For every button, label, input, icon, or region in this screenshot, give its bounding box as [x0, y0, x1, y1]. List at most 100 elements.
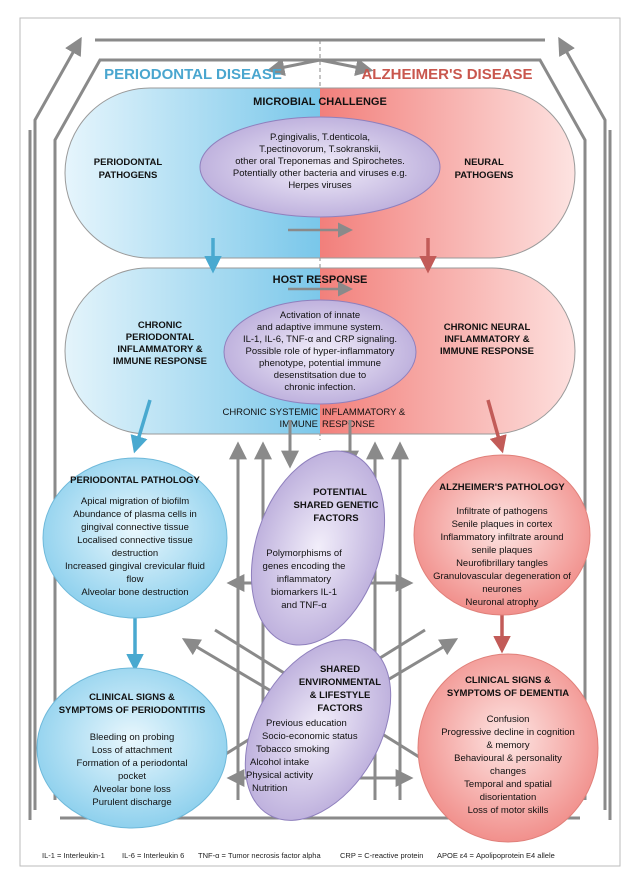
- footnote-il6: IL-6 = Interleukin 6: [122, 851, 184, 860]
- svg-text:Temporal and spatial: Temporal and spatial: [464, 779, 552, 790]
- svg-text:RESPONSE: RESPONSE: [322, 419, 375, 430]
- svg-text:CHRONIC SYSTEMIC: CHRONIC SYSTEMIC: [222, 407, 318, 418]
- svg-text:IMMUNE RESPONSE: IMMUNE RESPONSE: [113, 356, 207, 367]
- pathogens-list: P.gingivalis, T.denticola, T.pectinovoru…: [233, 132, 407, 191]
- svg-text:PATHOGENS: PATHOGENS: [455, 170, 514, 181]
- svg-text:Behavioural & personality: Behavioural & personality: [454, 753, 562, 764]
- svg-text:destruction: destruction: [112, 548, 158, 559]
- svg-text:CLINICAL SIGNS &: CLINICAL SIGNS &: [465, 675, 551, 686]
- svg-text:Senile plaques in cortex: Senile plaques in cortex: [452, 519, 553, 530]
- svg-text:FACTORS: FACTORS: [313, 513, 358, 524]
- svg-text:Activation of innate: Activation of innate: [280, 310, 360, 321]
- svg-text:Alveolar bone loss: Alveolar bone loss: [93, 784, 171, 795]
- genetic-factors-list: Polymorphisms of genes encoding the infl…: [263, 548, 346, 611]
- svg-text:SHARED: SHARED: [320, 664, 360, 675]
- svg-text:CHRONIC: CHRONIC: [138, 320, 182, 331]
- genetic-factors-bubble: [250, 450, 386, 646]
- svg-text:Alveolar bone destruction: Alveolar bone destruction: [81, 587, 188, 598]
- footnote-crp: CRP = C-reactive protein: [340, 851, 423, 860]
- svg-text:chronic infection.: chronic infection.: [284, 382, 355, 393]
- periodontal-pathogens-label: PERIODONTAL PATHOGENS: [94, 157, 163, 181]
- alzheimers-disease-title: ALZHEIMER'S DISEASE: [361, 66, 532, 83]
- svg-text:Herpes viruses: Herpes viruses: [288, 180, 352, 191]
- svg-text:CLINICAL SIGNS &: CLINICAL SIGNS &: [89, 692, 175, 703]
- svg-text:P.gingivalis, T.denticola,: P.gingivalis, T.denticola,: [270, 132, 370, 143]
- environmental-factors-bubble: [244, 639, 392, 821]
- svg-text:biomarkers IL-1: biomarkers IL-1: [271, 587, 337, 598]
- footnote-legend: IL-1 = Interleukin-1 IL-6 = Interleukin …: [42, 851, 555, 860]
- svg-text:genes encoding the: genes encoding the: [263, 561, 346, 572]
- periodontal-pathology-circle: [42, 457, 228, 619]
- svg-text:INFLAMMATORY &: INFLAMMATORY &: [117, 344, 202, 355]
- svg-text:Localised connective tissue: Localised connective tissue: [77, 535, 193, 546]
- outer-border: [19, 17, 621, 867]
- neural-pathogens-label: NEURAL PATHOGENS: [455, 157, 514, 181]
- periodontitis-symptoms-header: CLINICAL SIGNS & SYMPTOMS OF PERIODONTIT…: [59, 692, 206, 716]
- periodontitis-symptoms-circle: [36, 667, 228, 829]
- svg-text:POTENTIAL: POTENTIAL: [313, 487, 367, 498]
- svg-text:Loss of motor skills: Loss of motor skills: [468, 805, 549, 816]
- svg-text:Alcohol intake: Alcohol intake: [250, 757, 309, 768]
- host-response-header: HOST RESPONSE: [273, 274, 368, 286]
- svg-text:SYMPTOMS OF PERIODONTITIS: SYMPTOMS OF PERIODONTITIS: [59, 705, 206, 716]
- periodontal-disease-title: PERIODONTAL DISEASE: [104, 66, 282, 83]
- environmental-factors-header: SHARED ENVIRONMENTAL & LIFESTYLE FACTORS: [299, 664, 381, 714]
- svg-text:Bleeding on probing: Bleeding on probing: [90, 732, 175, 743]
- svg-text:Potentially other bacteria and: Potentially other bacteria and viruses e…: [233, 168, 407, 179]
- genetic-factors-header: POTENTIAL SHARED GENETIC FACTORS: [294, 487, 379, 524]
- svg-text:Neuronal atrophy: Neuronal atrophy: [466, 597, 539, 608]
- footnote-il1: IL-1 = Interleukin-1: [42, 851, 105, 860]
- chronic-systemic-label: CHRONIC SYSTEMIC IMMUNE INFLAMMATORY & R…: [222, 407, 405, 430]
- microbial-challenge-header: MICROBIAL CHALLENGE: [253, 96, 387, 108]
- footnote-apoe: APOE ε4 = Apolipoprotein E4 allele: [437, 851, 555, 860]
- environmental-factors-list: Previous education Socio-economic status…: [246, 718, 358, 794]
- alzheimers-pathology-header: ALZHEIMER'S PATHOLOGY: [439, 482, 565, 493]
- svg-text:Polymorphisms of: Polymorphisms of: [266, 548, 342, 559]
- periodontal-pathology-header: PERIODONTAL PATHOLOGY: [70, 475, 200, 486]
- immune-activation-text: Activation of innate and adaptive immune…: [243, 310, 397, 393]
- dementia-symptoms-circle: [417, 653, 599, 843]
- svg-text:T.pectinovorum, T.sokranskii,: T.pectinovorum, T.sokranskii,: [259, 144, 381, 155]
- svg-text:PERIODONTAL: PERIODONTAL: [94, 157, 163, 168]
- svg-text:IL-1, IL-6, TNF-α and CRP sign: IL-1, IL-6, TNF-α and CRP signaling.: [243, 334, 397, 345]
- svg-text:Neurofibrillary tangles: Neurofibrillary tangles: [456, 558, 548, 569]
- chronic-periodontal-response-label: CHRONIC PERIODONTAL INFLAMMATORY & IMMUN…: [113, 320, 207, 367]
- alzheimers-pathology-circle: [413, 454, 591, 616]
- svg-text:NEURAL: NEURAL: [464, 157, 504, 168]
- footnote-tnf: TNF-α = Tumor necrosis factor alpha: [198, 851, 321, 860]
- dementia-symptoms-list: Confusion Progressive decline in cogniti…: [441, 714, 575, 816]
- svg-text:Progressive decline in cogniti: Progressive decline in cognition: [441, 727, 575, 738]
- svg-text:inflammatory: inflammatory: [277, 574, 332, 585]
- svg-text:PERIODONTAL: PERIODONTAL: [126, 332, 195, 343]
- svg-text:gingival connective tissue: gingival connective tissue: [81, 522, 189, 533]
- svg-text:neurones: neurones: [482, 584, 522, 595]
- svg-text:Confusion: Confusion: [487, 714, 530, 725]
- svg-text:Physical activity: Physical activity: [246, 770, 313, 781]
- svg-text:Nutrition: Nutrition: [252, 783, 287, 794]
- svg-text:other oral Treponemas and Spir: other oral Treponemas and Spirochetes.: [235, 156, 405, 167]
- svg-text:CHRONIC NEURAL: CHRONIC NEURAL: [444, 322, 531, 333]
- svg-text:phenotype, potential immune: phenotype, potential immune: [259, 358, 381, 369]
- svg-text:Possible role of hyper-inflamm: Possible role of hyper-inflammatory: [246, 346, 395, 357]
- svg-text:Formation of a periodontal: Formation of a periodontal: [77, 758, 188, 769]
- red-arrow-2: [486, 399, 507, 454]
- svg-text:disorientation: disorientation: [480, 792, 537, 803]
- svg-text:INFLAMMATORY &: INFLAMMATORY &: [444, 334, 529, 345]
- svg-text:PATHOGENS: PATHOGENS: [99, 170, 158, 181]
- periodontal-pathology-list: Apical migration of biofilm Abundance of…: [65, 496, 205, 598]
- svg-text:FACTORS: FACTORS: [317, 703, 362, 714]
- svg-text:Inflammatory infiltrate around: Inflammatory infiltrate around: [440, 532, 563, 543]
- outer-arrows: [28, 36, 612, 820]
- svg-text:flow: flow: [127, 574, 144, 585]
- svg-text:changes: changes: [490, 766, 526, 777]
- svg-text:IMMUNE RESPONSE: IMMUNE RESPONSE: [440, 346, 534, 357]
- svg-text:Increased gingival crevicular: Increased gingival crevicular fluid: [65, 561, 205, 572]
- svg-text:IMMUNE: IMMUNE: [279, 419, 318, 430]
- svg-text:and TNF-α: and TNF-α: [281, 600, 327, 611]
- blue-arrow-2: [130, 399, 152, 454]
- periodontitis-symptoms-list: Bleeding on probing Loss of attachment F…: [77, 732, 188, 808]
- svg-text:Tobacco smoking: Tobacco smoking: [256, 744, 329, 755]
- svg-text:Loss of attachment: Loss of attachment: [92, 745, 173, 756]
